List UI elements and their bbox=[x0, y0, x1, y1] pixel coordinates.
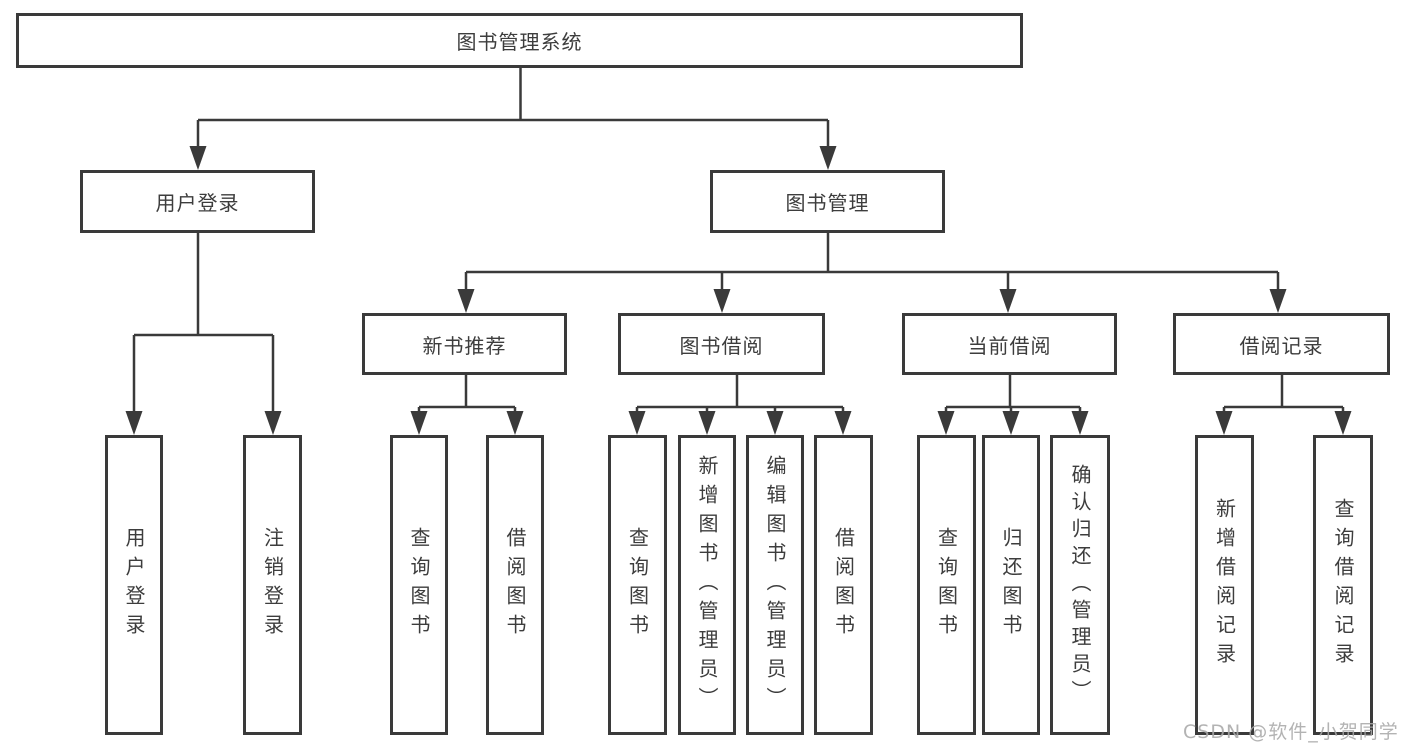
leaf-borrow-edit-admin-label: 编辑图书（管理员） bbox=[763, 454, 787, 716]
node-book-borrowing: 图书借阅 bbox=[618, 313, 825, 375]
leaf-current-return: 归还图书 bbox=[982, 435, 1040, 735]
leaf-current-confirm-admin: 确认归还（管理员） bbox=[1050, 435, 1110, 735]
node-current-borrowing: 当前借阅 bbox=[902, 313, 1117, 375]
node-user-login-label: 用户登录 bbox=[155, 191, 240, 215]
arrowheads bbox=[125, 146, 1352, 435]
leaf-user-login-label: 用户登录 bbox=[122, 527, 146, 643]
node-user-login: 用户登录 bbox=[80, 170, 315, 233]
leaf-user-login: 用户登录 bbox=[105, 435, 163, 735]
node-borrowing-records: 借阅记录 bbox=[1173, 313, 1390, 375]
leaf-newbooks-borrow-label: 借阅图书 bbox=[503, 527, 527, 643]
leaf-records-query-label: 查询借阅记录 bbox=[1331, 498, 1355, 672]
leaf-newbooks-query: 查询图书 bbox=[390, 435, 448, 735]
node-borrowing-records-label: 借阅记录 bbox=[1239, 333, 1324, 358]
leaf-borrow-query-label: 查询图书 bbox=[625, 527, 650, 643]
leaf-borrow-book-label: 借阅图书 bbox=[831, 527, 856, 643]
leaf-borrow-query: 查询图书 bbox=[608, 435, 667, 735]
node-book-management-label: 图书管理 bbox=[785, 191, 870, 215]
leaf-current-query: 查询图书 bbox=[917, 435, 976, 735]
leaf-records-query: 查询借阅记录 bbox=[1313, 435, 1373, 735]
node-new-book-recommend: 新书推荐 bbox=[362, 313, 567, 375]
leaf-current-return-label: 归还图书 bbox=[999, 527, 1023, 643]
node-library-system-label: 图书管理系统 bbox=[456, 30, 583, 54]
node-current-borrowing-label: 当前借阅 bbox=[967, 333, 1052, 358]
leaf-current-confirm-admin-label: 确认归还（管理员） bbox=[1068, 463, 1092, 707]
leaf-logout-label: 注销登录 bbox=[260, 527, 285, 643]
leaf-current-query-label: 查询图书 bbox=[934, 527, 959, 643]
leaf-records-add-label: 新增借阅记录 bbox=[1212, 498, 1237, 672]
leaf-borrow-add-admin: 新增图书（管理员） bbox=[678, 435, 736, 735]
node-library-system: 图书管理系统 bbox=[16, 13, 1023, 68]
leaf-newbooks-query-label: 查询图书 bbox=[407, 527, 431, 643]
leaf-logout: 注销登录 bbox=[243, 435, 302, 735]
node-book-management: 图书管理 bbox=[710, 170, 945, 233]
leaf-newbooks-borrow: 借阅图书 bbox=[486, 435, 544, 735]
leaf-borrow-book: 借阅图书 bbox=[814, 435, 873, 735]
leaf-borrow-add-admin-label: 新增图书（管理员） bbox=[695, 454, 719, 716]
leaf-records-add: 新增借阅记录 bbox=[1195, 435, 1254, 735]
node-book-borrowing-label: 图书借阅 bbox=[679, 333, 764, 358]
node-new-book-recommend-label: 新书推荐 bbox=[422, 333, 507, 358]
leaf-borrow-edit-admin: 编辑图书（管理员） bbox=[746, 435, 804, 735]
csdn-watermark: CSDN @软件_小贺同学 bbox=[1183, 721, 1399, 743]
